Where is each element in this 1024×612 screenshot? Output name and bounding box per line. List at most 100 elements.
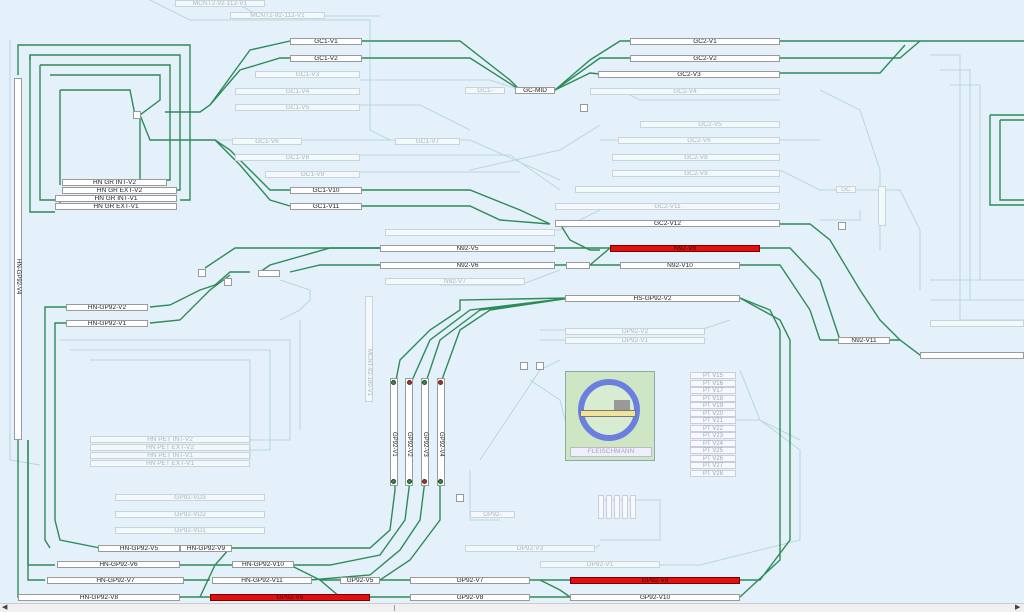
track-gp92-vd1[interactable]: GP92-VD1 bbox=[115, 527, 265, 534]
track-gc1-v7[interactable]: GC1-V7 bbox=[395, 138, 460, 145]
track-hn-pet-int-v1[interactable]: HN PET INT-V1 bbox=[90, 452, 250, 459]
signal-green[interactable] bbox=[438, 479, 443, 484]
track-gp92-v8[interactable]: GP92-V8 bbox=[410, 594, 530, 601]
track-gc2-v2[interactable]: GC2-V2 bbox=[630, 55, 780, 62]
track-gc-vertical[interactable] bbox=[878, 186, 886, 226]
track-gp92-vd3[interactable]: GP92-VD3 bbox=[115, 494, 265, 501]
track-n92-v4[interactable] bbox=[385, 229, 555, 236]
track-gc[interactable]: GC bbox=[836, 186, 856, 193]
track-gc1-v11[interactable]: GC1-V11 bbox=[290, 203, 362, 210]
track-gc2-v1[interactable]: GC2-V1 bbox=[630, 38, 780, 45]
pt-track[interactable]: PT V20 bbox=[690, 409, 736, 417]
track-gc1-v5[interactable]: GC1-V5 bbox=[235, 104, 360, 111]
track-gp92-v7[interactable]: GP92-V7 bbox=[410, 577, 530, 584]
track-hn-gp92-v8[interactable]: HN-GP92-V8 bbox=[18, 594, 180, 601]
track-gc2-v4[interactable]: GC2-V4 bbox=[590, 88, 780, 95]
turnout-icon[interactable] bbox=[838, 222, 846, 230]
track-hn-gp92-v6[interactable]: HN-GP92-V6 bbox=[57, 561, 180, 568]
track-hn-gp92-v1[interactable]: HN-GP92-V1 bbox=[66, 320, 148, 327]
track-hn-gp92-v10[interactable]: HN-GP92-V10 bbox=[232, 561, 294, 568]
track-block[interactable]: MCNT2-92-112-V1 bbox=[175, 0, 265, 7]
track-gc1-v1[interactable]: GC1-V1 bbox=[290, 38, 362, 45]
stub-track[interactable] bbox=[614, 495, 620, 519]
track-hn-pet-ext-v1[interactable]: HN PET EXT-V1 bbox=[90, 460, 250, 467]
pt-track[interactable]: PT V26 bbox=[690, 454, 736, 462]
track-gc2-v9[interactable]: GC2-V9 bbox=[612, 170, 780, 177]
turnout-icon[interactable] bbox=[456, 494, 464, 502]
pt-track[interactable]: PT V23 bbox=[690, 432, 736, 439]
pt-track[interactable]: PT V27 bbox=[690, 462, 736, 469]
scroll-left-icon[interactable]: ◀ bbox=[2, 604, 8, 611]
track-n92-v5[interactable]: N92-V5 bbox=[380, 245, 555, 252]
track-dp92[interactable]: DP92- bbox=[470, 511, 515, 518]
signal-green[interactable] bbox=[391, 380, 396, 385]
track-hs-gp92-v2[interactable]: HS-GP92-V2 bbox=[565, 295, 740, 302]
turnout-icon[interactable] bbox=[198, 269, 206, 277]
track-gp92-v2[interactable]: GP92-V2 bbox=[405, 378, 413, 486]
track-gp92-vd2[interactable]: GP92-VD2 bbox=[115, 511, 265, 518]
track-gc2-v3[interactable]: GC2-V3 bbox=[598, 71, 780, 78]
track-hn-gr-int-v2[interactable]: HN GR INT-V2 bbox=[62, 179, 167, 186]
track-n92-v7[interactable]: N92-V7 bbox=[385, 278, 525, 285]
track-gc2-v5[interactable]: GC2-V5 bbox=[640, 121, 780, 128]
signal-red[interactable] bbox=[438, 380, 443, 385]
turnout-icon[interactable] bbox=[536, 362, 544, 370]
track-gc2-v8[interactable]: GC2-V8 bbox=[612, 154, 780, 161]
track-gc1-v2[interactable]: GC1-V2 bbox=[290, 55, 362, 62]
signal-green[interactable] bbox=[422, 380, 427, 385]
track-hn-gp92-v4[interactable]: HN-GP92-V4 bbox=[14, 78, 22, 440]
track-hn-gp92-v7[interactable]: HN-GP92-V7 bbox=[47, 577, 184, 584]
horizontal-scrollbar[interactable]: ◀ ▶ bbox=[0, 603, 1024, 612]
stub-track[interactable] bbox=[622, 495, 628, 519]
track-dp92-v3[interactable]: DP92-V3 bbox=[465, 545, 595, 552]
track-gc2-v10[interactable] bbox=[575, 186, 780, 193]
track-n92-v6[interactable]: N92-V6 bbox=[380, 262, 555, 269]
track-gp92-v4[interactable]: GP92-V4 bbox=[437, 378, 445, 486]
pt-track[interactable]: PT V19 bbox=[690, 402, 736, 409]
track-dp92-v1b[interactable]: DP92-V1 bbox=[540, 561, 660, 568]
track-hn-gp92-v2[interactable]: HN-GP92-V2 bbox=[66, 304, 148, 311]
turnout-icon[interactable] bbox=[224, 278, 232, 286]
signal-green[interactable] bbox=[391, 479, 396, 484]
track-gp92-v1[interactable]: GP92-V1 bbox=[390, 378, 398, 486]
track-n92-v10[interactable]: N92-V10 bbox=[620, 262, 740, 269]
track-hn-gp92-v11[interactable]: HN-GP92-V11 bbox=[212, 577, 312, 584]
turntable-bridge[interactable] bbox=[580, 410, 636, 417]
turnout-icon[interactable] bbox=[133, 111, 141, 119]
track-right-dim[interactable] bbox=[930, 320, 1024, 327]
track-gc1-v6[interactable]: GC1-V6 bbox=[232, 138, 302, 145]
pt-track[interactable]: PT V15 bbox=[690, 372, 736, 379]
track-gp92-v10[interactable]: GP92-V10 bbox=[570, 594, 740, 601]
track-hn-pet-ext-v2[interactable]: HN PET EXT-V2 bbox=[90, 444, 250, 451]
pt-track[interactable]: PT V16 bbox=[690, 379, 736, 387]
pt-track[interactable]: PT V22 bbox=[690, 424, 736, 432]
track-hn-gp92-v5[interactable]: HN-GP92-V5 bbox=[98, 545, 180, 552]
stub-track[interactable] bbox=[606, 495, 612, 519]
pt-track[interactable]: PT V21 bbox=[690, 417, 736, 424]
track-block[interactable]: MCNT2-92-112-V1 bbox=[230, 12, 325, 19]
track-gc2-v12[interactable]: GC2-V12 bbox=[555, 220, 780, 227]
pt-track[interactable]: PT V25 bbox=[690, 447, 736, 454]
track-gp92-v3[interactable]: GP92-V3 bbox=[421, 378, 429, 486]
track-gc1[interactable]: GC1- bbox=[465, 87, 505, 94]
turntable[interactable]: FLEISCHMANN bbox=[565, 371, 655, 461]
signal-red[interactable] bbox=[407, 380, 412, 385]
track-gc2-v11[interactable]: GC2-V11 bbox=[555, 203, 780, 210]
track-dp92-v2[interactable]: DP92-V2 bbox=[565, 328, 705, 335]
track-hn-gp92-v9[interactable]: HN-GP92-V9 bbox=[180, 545, 232, 552]
track-gc-mid[interactable]: GC-MID bbox=[515, 87, 555, 94]
turnout-icon[interactable] bbox=[520, 362, 528, 370]
track-short[interactable] bbox=[566, 262, 590, 269]
track-hn-gr-ext-v1[interactable]: HN GR EXT-V1 bbox=[55, 203, 177, 210]
track-gp92-v6-occupied[interactable]: GP92-V6 bbox=[210, 594, 370, 601]
track-n92-v11[interactable]: N92-V11 bbox=[838, 337, 890, 344]
turnout-icon[interactable] bbox=[580, 104, 588, 112]
track-mcnt[interactable]: MCNT-92-180-V1 bbox=[365, 296, 373, 402]
pt-track[interactable]: PT V18 bbox=[690, 394, 736, 402]
track-gc1-v10[interactable]: GC1-V10 bbox=[290, 187, 362, 194]
track-gp92-v5[interactable]: GP92-V5 bbox=[340, 577, 380, 584]
track-gc1-v4[interactable]: GC1-V4 bbox=[235, 88, 360, 95]
track-gp92-v9-occupied[interactable]: GP92-V9 bbox=[570, 577, 740, 584]
track-gc1-v9[interactable]: GC1-V9 bbox=[265, 171, 360, 178]
track-gc2-v6[interactable]: GC2-V6 bbox=[618, 137, 780, 144]
